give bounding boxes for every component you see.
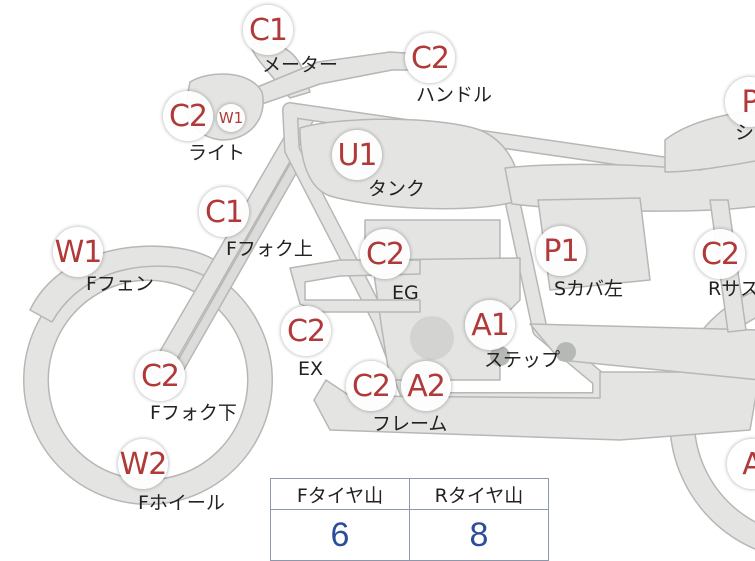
- fork-lower-grade-badge[interactable]: C2: [135, 351, 185, 401]
- meter-grade-badge[interactable]: C1: [243, 5, 293, 55]
- front-wheel-grade-badge[interactable]: W2: [118, 439, 168, 489]
- frame-label: フレーム: [372, 413, 448, 435]
- rear-suspension-label: Rサス: [708, 278, 755, 300]
- light-sub-grade-badge[interactable]: W1: [217, 104, 245, 132]
- exhaust-label: EX: [298, 358, 324, 380]
- front-tire-value: 6: [270, 509, 410, 561]
- tank-grade-badge[interactable]: U1: [332, 130, 382, 180]
- engine-grade-badge[interactable]: C2: [360, 229, 410, 279]
- side-cover-label: Sカバ左: [554, 278, 624, 300]
- front-wheel-shape: [23, 255, 273, 505]
- fork-lower-label: Fフォク下: [150, 402, 237, 424]
- side-cover-grade-badge[interactable]: P1: [536, 226, 586, 276]
- fork-upper-label: Fフォク上: [226, 238, 313, 260]
- rear-suspension-grade-badge[interactable]: C2: [695, 229, 745, 279]
- fork-upper-grade-badge[interactable]: C1: [199, 187, 249, 237]
- front-tire-header: Fタイヤ山: [270, 478, 410, 510]
- tire-tread-table: Fタイヤ山 Rタイヤ山 6 8: [270, 478, 549, 561]
- front-fender-label: Fフェン: [86, 273, 154, 295]
- frame-alt-grade-badge[interactable]: A2: [401, 361, 451, 411]
- seat-label: シ: [735, 122, 755, 144]
- meter-label: メーター: [262, 54, 339, 76]
- handle-grade-badge[interactable]: C2: [405, 33, 455, 83]
- front-fender-grade-badge[interactable]: W1: [53, 227, 103, 277]
- front-wheel-label: Fホイール: [138, 492, 225, 514]
- step-label: ステップ: [484, 349, 561, 371]
- light-grade-badge[interactable]: C2: [163, 91, 213, 141]
- frame-grade-badge[interactable]: C2: [346, 361, 396, 411]
- exhaust-grade-badge[interactable]: C2: [281, 306, 331, 356]
- tank-label: タンク: [368, 178, 426, 200]
- rear-tire-header: Rタイヤ山: [409, 478, 549, 510]
- engine-label: EG: [392, 282, 419, 304]
- handle-label: ハンドル: [416, 84, 493, 106]
- swing-arm-shape: [529, 323, 755, 381]
- light-label: ライト: [188, 142, 246, 164]
- step-grade-badge[interactable]: A1: [465, 300, 515, 350]
- rear-tire-value: 8: [409, 509, 549, 561]
